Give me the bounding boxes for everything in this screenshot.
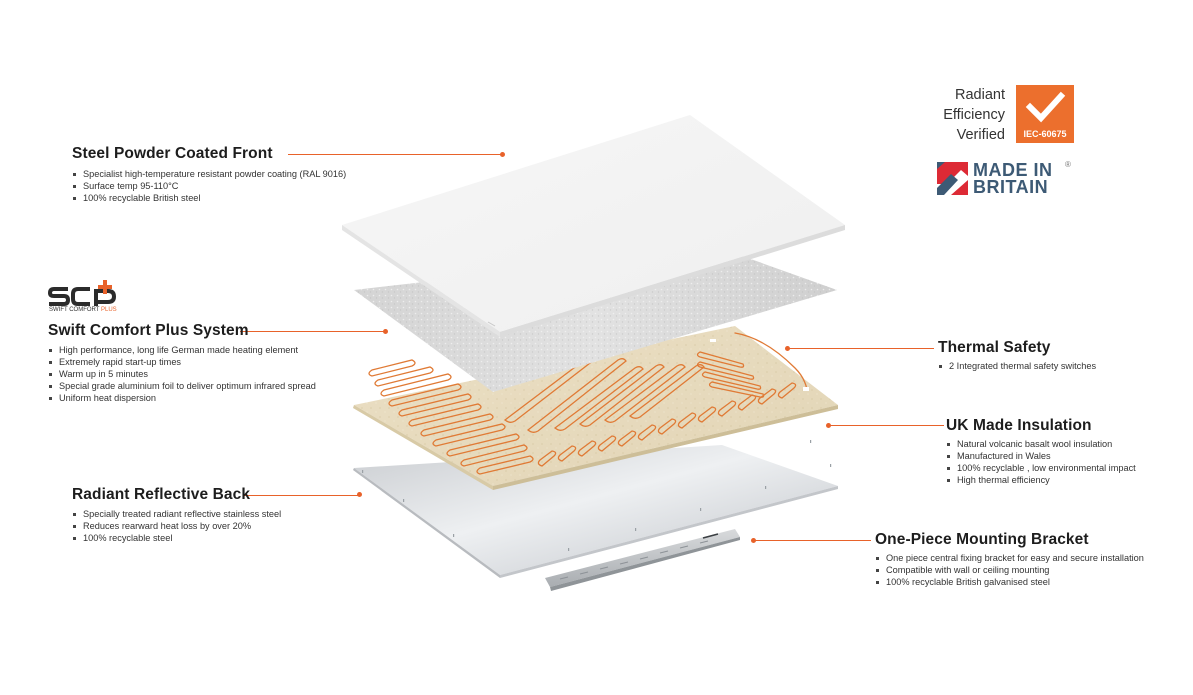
leader-dot-scp-system: [383, 329, 388, 334]
callout-title-scp-system: Swift Comfort Plus System: [48, 322, 249, 339]
bullet-item: One piece central fixing bracket for eas…: [875, 552, 1144, 564]
callout-title-steel-front: Steel Powder Coated Front: [72, 145, 273, 162]
leader-line-scp-system: [240, 331, 386, 333]
bullet-item: Warm up in 5 minutes: [48, 368, 316, 380]
bullet-item: High performance, long life German made …: [48, 344, 316, 356]
registered-mark: ®: [1065, 160, 1071, 169]
callout-title-insulation: UK Made Insulation: [946, 417, 1092, 434]
bullet-item: High thermal efficiency: [946, 474, 1136, 486]
bullet-item: Special grade aluminium foil to deliver …: [48, 380, 316, 392]
bullet-item: Uniform heat dispersion: [48, 392, 316, 404]
bullet-item: Manufactured in Wales: [946, 450, 1136, 462]
leader-dot-steel-front: [500, 152, 505, 157]
mounting-bracket: [545, 529, 740, 591]
bullet-item: Compatible with wall or ceiling mounting: [875, 564, 1144, 576]
leader-line-thermal-safety: [787, 348, 934, 350]
badge-line: Radiant: [955, 87, 1005, 103]
leader-dot-thermal-safety: [785, 346, 790, 351]
radiant-efficiency-text: Radiant Efficiency Verified: [915, 85, 1005, 145]
callout-title-reflective-back: Radiant Reflective Back: [72, 486, 251, 503]
callout-bullets-thermal-safety: 2 Integrated thermal safety switches: [938, 360, 1096, 372]
bullet-item: Reduces rearward heat loss by over 20%: [72, 520, 281, 532]
bullet-item: Specialist high-temperature resistant po…: [72, 168, 346, 180]
scp-subtitle-accent: PLUS: [101, 307, 117, 313]
mib-line1-text: MADE IN: [973, 160, 1053, 180]
mib-line2-text: BRITAIN: [973, 177, 1049, 197]
bullet-item: Natural volcanic basalt wool insulation: [946, 438, 1136, 450]
callout-bullets-bracket: One piece central fixing bracket for eas…: [875, 552, 1144, 588]
bullet-item: 100% recyclable steel: [72, 532, 281, 544]
callout-bullets-steel-front: Specialist high-temperature resistant po…: [72, 168, 346, 204]
bullet-item: 100% recyclable British galvanised steel: [875, 576, 1144, 588]
badge-line: Verified: [956, 127, 1005, 143]
bullet-item: Specially treated radiant reflective sta…: [72, 508, 281, 520]
steel-front-panel: [342, 115, 845, 337]
heating-element: [368, 332, 808, 475]
scp-subtitle-main: SWIFT COMFORT: [49, 307, 101, 313]
leader-dot-bracket: [751, 538, 756, 543]
thermal-switch-icon: [803, 387, 809, 391]
bullet-item: Surface temp 95-110°C: [72, 180, 346, 192]
leader-dot-reflective-back: [357, 492, 362, 497]
thermal-switch-icon: [710, 339, 716, 342]
bullet-item: 100% recyclable British steel: [72, 192, 346, 204]
scp-logo-mark-icon: [47, 280, 117, 306]
iec-label: IEC-60675: [1023, 129, 1067, 139]
callout-bullets-scp-system: High performance, long life German made …: [48, 344, 316, 404]
union-flag-arrow-icon: [937, 162, 968, 195]
iec-badge: IEC-60675: [1016, 85, 1074, 143]
bullet-item: 2 Integrated thermal safety switches: [938, 360, 1096, 372]
leader-line-insulation: [828, 425, 944, 427]
callout-title-bracket: One-Piece Mounting Bracket: [875, 531, 1089, 548]
bullet-item: Extremely rapid start-up times: [48, 356, 316, 368]
made-in-britain-line1: MADE IN: [973, 160, 1053, 180]
badge-line: Efficiency: [943, 107, 1005, 123]
leader-line-reflective-back: [244, 495, 360, 497]
made-in-britain-line2: BRITAIN: [973, 177, 1049, 197]
bullet-item: 100% recyclable , low environmental impa…: [946, 462, 1136, 474]
leader-dot-insulation: [826, 423, 831, 428]
callout-bullets-insulation: Natural volcanic basalt wool insulation …: [946, 438, 1136, 486]
leader-line-bracket: [753, 540, 871, 542]
leader-line-steel-front: [288, 154, 502, 156]
checkmark-icon: [1025, 91, 1066, 123]
scp-logo-subtitle: SWIFT COMFORT PLUS: [49, 307, 117, 313]
callout-bullets-reflective-back: Specially treated radiant reflective sta…: [72, 508, 281, 544]
scp-logo: SWIFT COMFORT PLUS: [47, 280, 128, 316]
made-in-britain-badge: MADE IN BRITAIN ®: [937, 160, 1077, 198]
callout-title-thermal-safety: Thermal Safety: [938, 339, 1051, 356]
